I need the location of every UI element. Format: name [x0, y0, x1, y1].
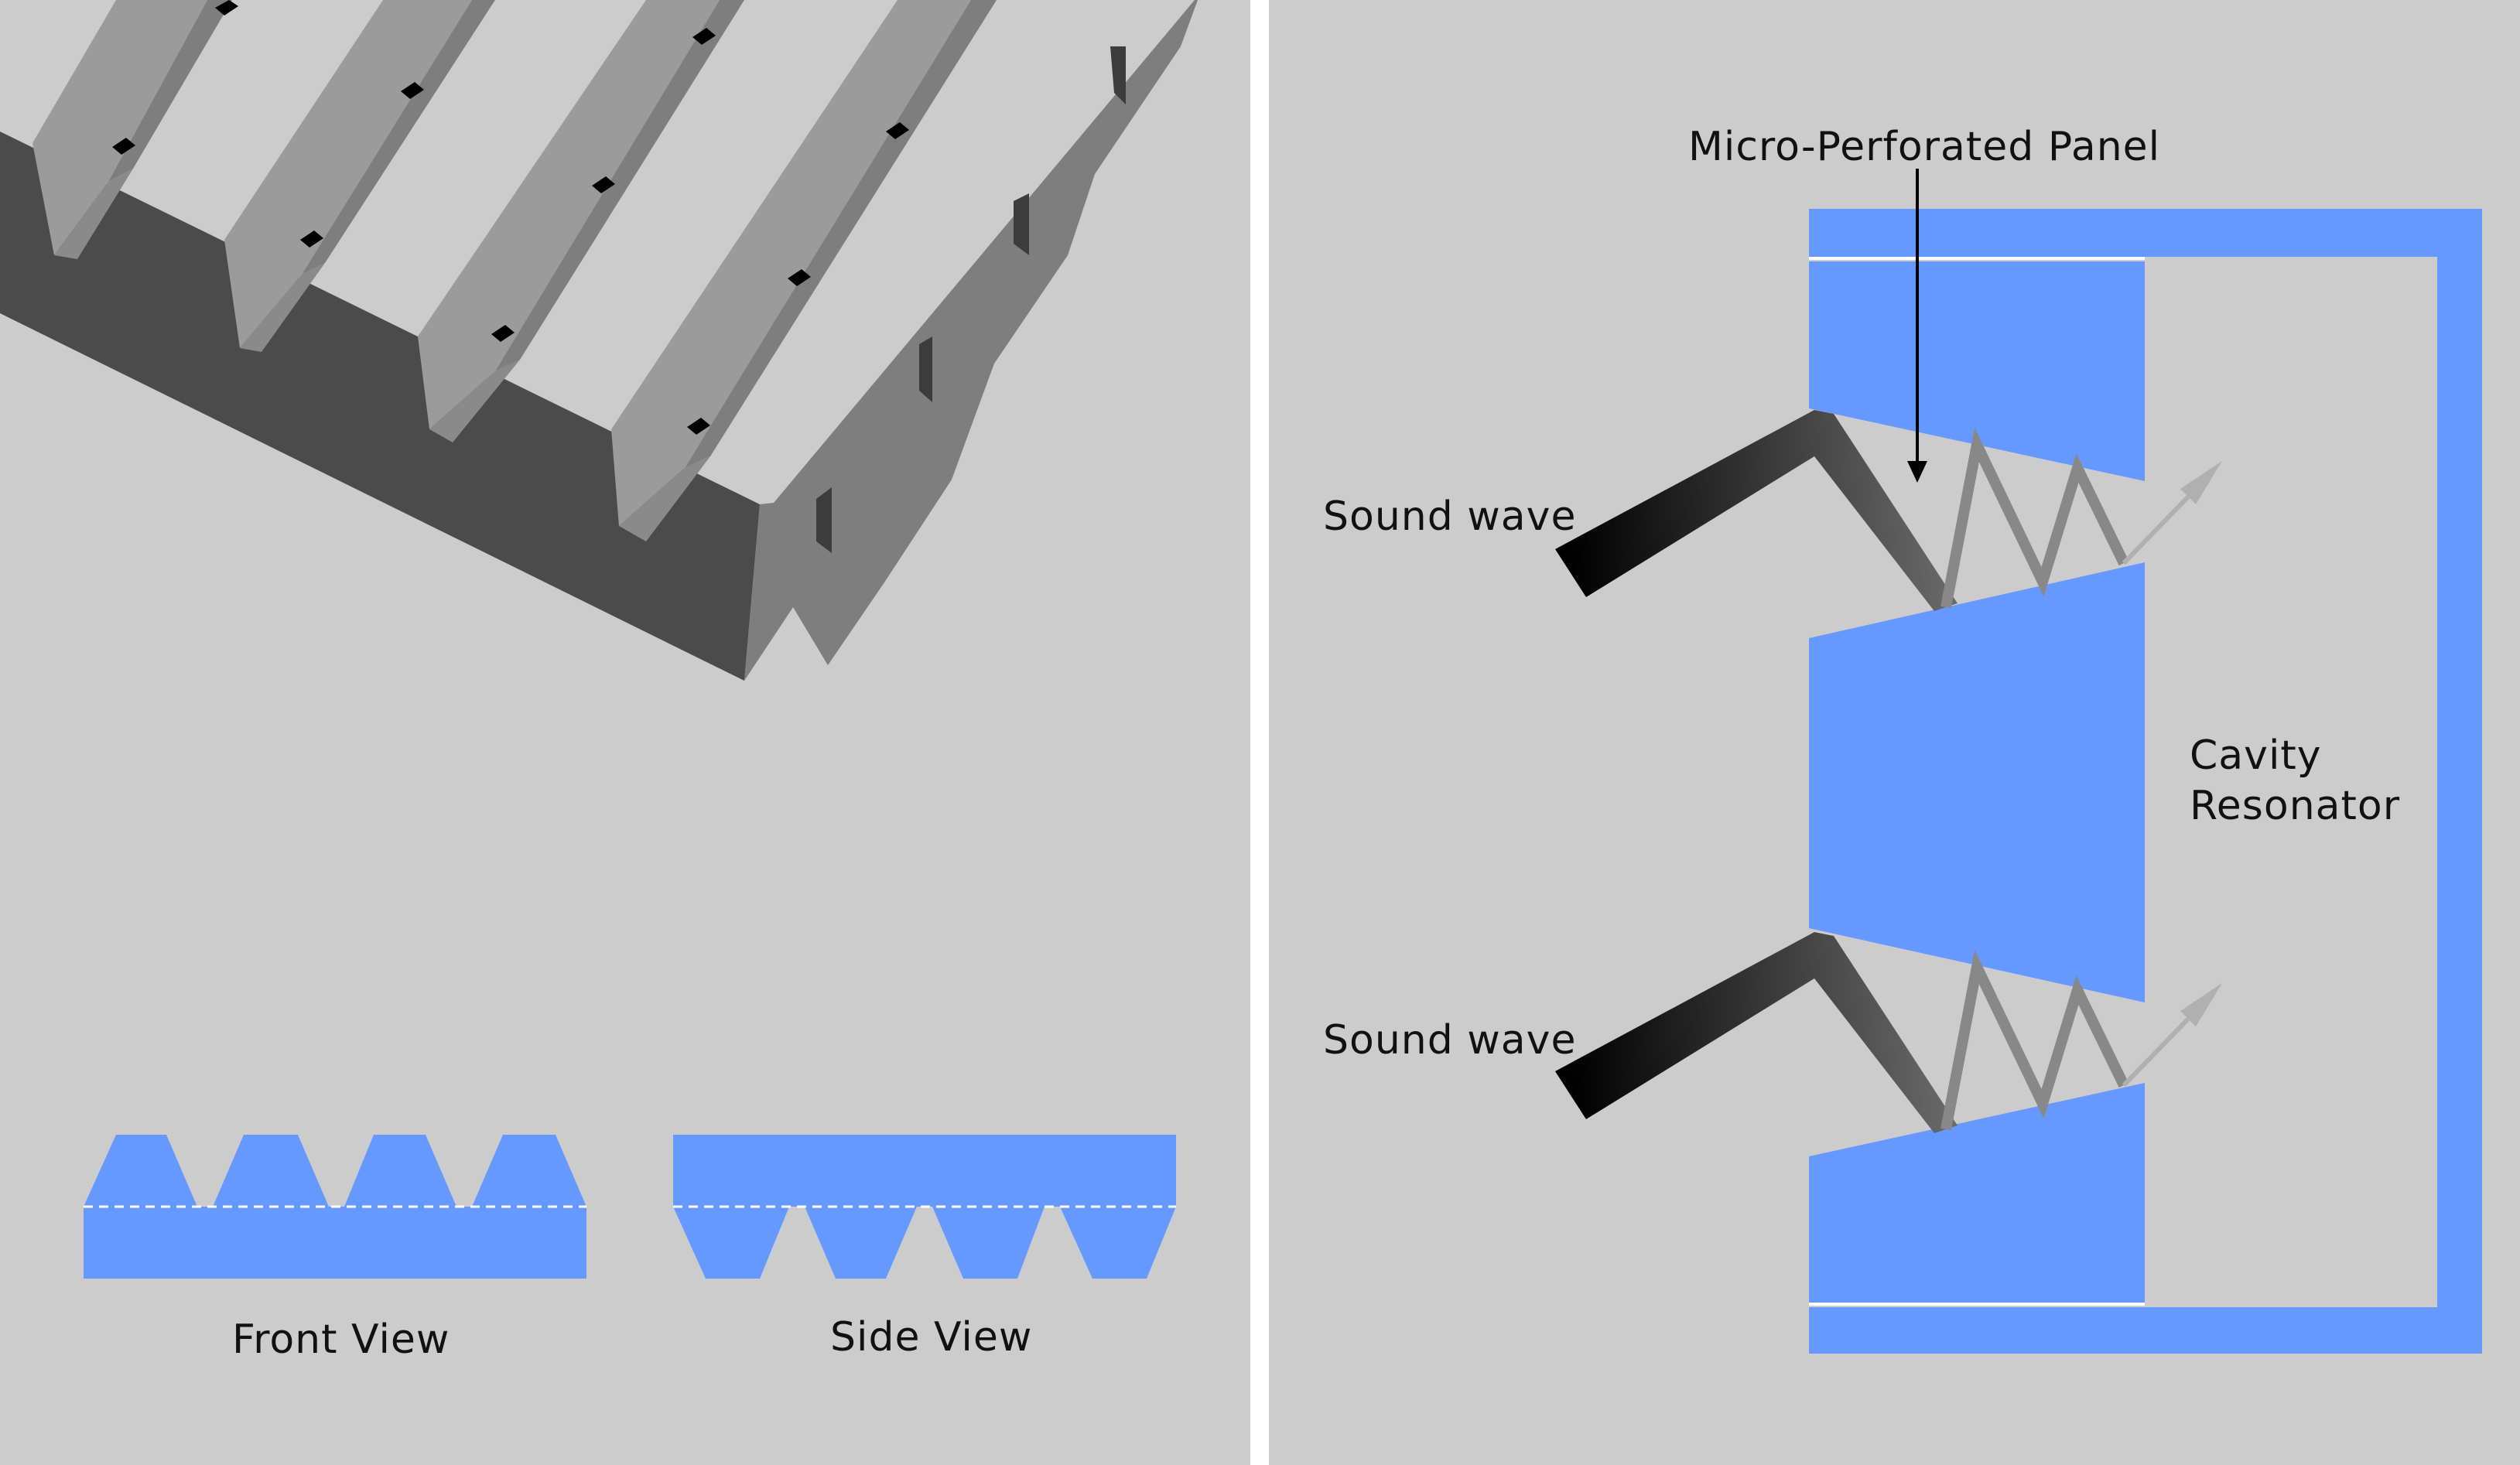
front-view-ridge	[213, 1135, 329, 1207]
panel-block-bottom	[1809, 1083, 2145, 1303]
diagonal-arrow-icon	[2180, 461, 2222, 504]
side-view-tooth	[805, 1207, 917, 1279]
front-view-ridge	[344, 1135, 456, 1207]
panel-pointer	[1907, 169, 1927, 483]
front-view-ridge	[84, 1135, 197, 1207]
ridge-4	[611, 0, 997, 541]
perforation-holes	[112, 0, 909, 435]
sound-wave-label-bottom: Sound wave	[1323, 1017, 1577, 1064]
frame-top-bar	[1809, 209, 2482, 257]
perforation-hole	[491, 325, 515, 342]
side-view-label: Side View	[830, 1314, 1033, 1361]
perforation-hole	[215, 0, 238, 15]
reflected-wave-zigzag	[1940, 949, 2129, 1131]
perforation-hole	[692, 28, 716, 45]
sound-wave-label-top: Sound wave	[1323, 493, 1577, 540]
incident-wave-band	[1555, 932, 1958, 1133]
ridged-panel-3d	[0, 0, 1198, 681]
perforation-hole	[300, 231, 323, 248]
diagonal-arrow-icon	[2180, 983, 2222, 1026]
exit-wave-shaft	[2122, 1007, 2200, 1088]
exit-wave-shaft	[2122, 485, 2200, 565]
side-view-tooth	[1060, 1207, 1176, 1279]
frame-right-wall	[2437, 209, 2482, 1354]
panel-divider	[1250, 0, 1269, 1465]
front-view-label: Front View	[232, 1316, 450, 1363]
side-view-top-bar	[673, 1135, 1176, 1207]
perforation-hole	[592, 176, 615, 193]
incident-wave-band	[1555, 410, 1958, 611]
perforation-hole	[788, 269, 811, 286]
ridge-1	[32, 0, 232, 259]
cavity-label-line2: Resonator	[2190, 783, 2401, 829]
reflected-wave-zigzag	[1940, 427, 2129, 609]
panel-right-face-notches	[816, 46, 1126, 553]
perforation-hole	[401, 82, 424, 99]
perforation-hole	[687, 418, 710, 435]
panel-block-middle	[1809, 562, 2145, 1002]
down-arrow-icon	[1907, 461, 1927, 483]
resonator-frame	[1809, 209, 2482, 1354]
front-view-base	[84, 1207, 586, 1279]
side-view-tooth	[673, 1207, 789, 1279]
cavity-label-line1: Cavity	[2190, 732, 2322, 779]
sound-wave-bottom	[1555, 932, 2222, 1133]
panel-front-face	[0, 131, 760, 681]
micro-perforated-panel-label: Micro-Perforated Panel	[1688, 124, 2161, 170]
perforation-hole	[112, 138, 135, 155]
front-view-ridge	[472, 1135, 586, 1207]
side-view-profile	[673, 1135, 1176, 1279]
side-view-tooth	[932, 1207, 1045, 1279]
ridge-3	[418, 0, 744, 442]
panel-right-face	[744, 0, 1198, 681]
panel-block-top	[1809, 261, 2145, 481]
front-view-profile	[84, 1135, 586, 1279]
frame-bottom-bar	[1809, 1307, 2482, 1354]
sound-wave-top	[1555, 410, 2222, 611]
perforation-hole	[886, 122, 909, 139]
